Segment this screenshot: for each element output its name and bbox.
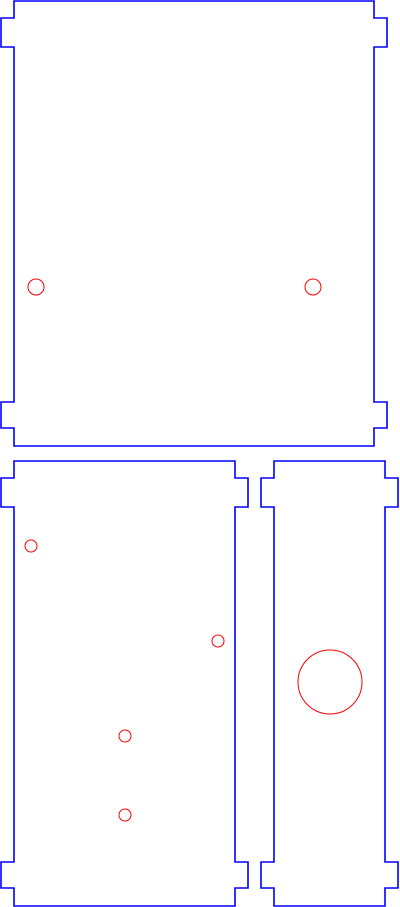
mounting-hole <box>211 634 225 648</box>
large-circular-cutout <box>297 649 363 715</box>
mounting-hole <box>118 729 132 743</box>
large-panel-outline <box>0 0 388 447</box>
mounting-hole <box>304 278 322 296</box>
left-lower-panel <box>0 460 249 907</box>
mounting-hole <box>118 808 132 822</box>
right-lower-panel-outline <box>260 460 399 907</box>
mounting-hole <box>24 539 38 553</box>
large-panel <box>0 0 388 447</box>
right-lower-panel <box>260 460 399 907</box>
left-lower-panel-outline <box>0 460 249 907</box>
mounting-hole <box>27 278 45 296</box>
